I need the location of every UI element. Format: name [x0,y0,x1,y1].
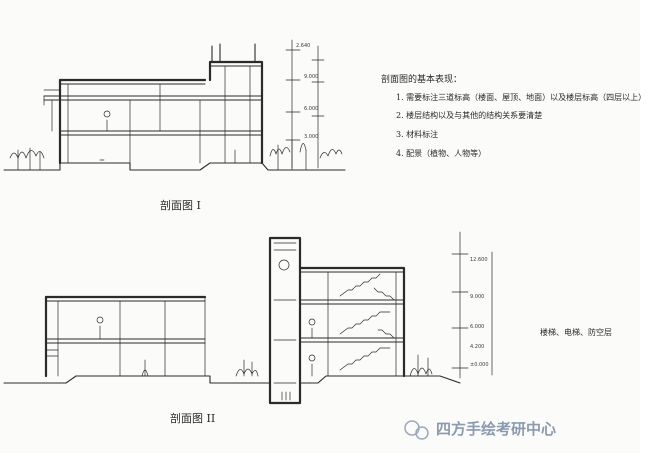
note-item-3: 3. 材料标注 [396,130,439,139]
section-1-drawing [3,39,346,171]
ground-line-1 [3,162,346,171]
section-2-caption: 剖面图 II [170,412,216,425]
side-note: 楼梯、电梯、防空层 [540,328,612,337]
level-label: 4.200 [470,344,485,350]
section-2-drawing [3,231,493,405]
watermark-text: 四方手绘考研中心 [436,420,557,438]
person-1 [103,110,111,132]
level-label: 2.640 [296,43,311,49]
level-label: 9.000 [304,74,319,80]
level-label: 3.000 [304,134,319,140]
elevator-core [268,236,302,405]
staircase [339,273,395,371]
note-item-4: 4. 配景（植物、人物等） [396,149,487,158]
watermark-logo-icon [404,420,429,440]
trees-section-2 [141,354,433,377]
note-item-2: 2. 楼层结构以及与其他的结构关系要清楚 [396,111,543,120]
ground-line-2 [3,375,461,384]
outer-wall-right-1 [208,60,264,165]
outer-wall-left-1 [58,78,207,165]
trees-left-1 [9,147,45,171]
level-label: ±0.000 [470,362,489,368]
notes-title: 剖面图的基本表现： [381,75,463,85]
note-item-1: 1. 需要标注三道标高（楼面、屋顶、地面）以及楼层标高（四层以上） [396,93,646,102]
level-label: 9.000 [470,294,485,300]
section-1-caption: 剖面图 I [160,199,201,212]
trees-right-1 [269,139,343,171]
level-label: 12.600 [470,257,488,263]
level-label: 6.000 [304,106,319,112]
level-label: 6.000 [470,324,485,330]
